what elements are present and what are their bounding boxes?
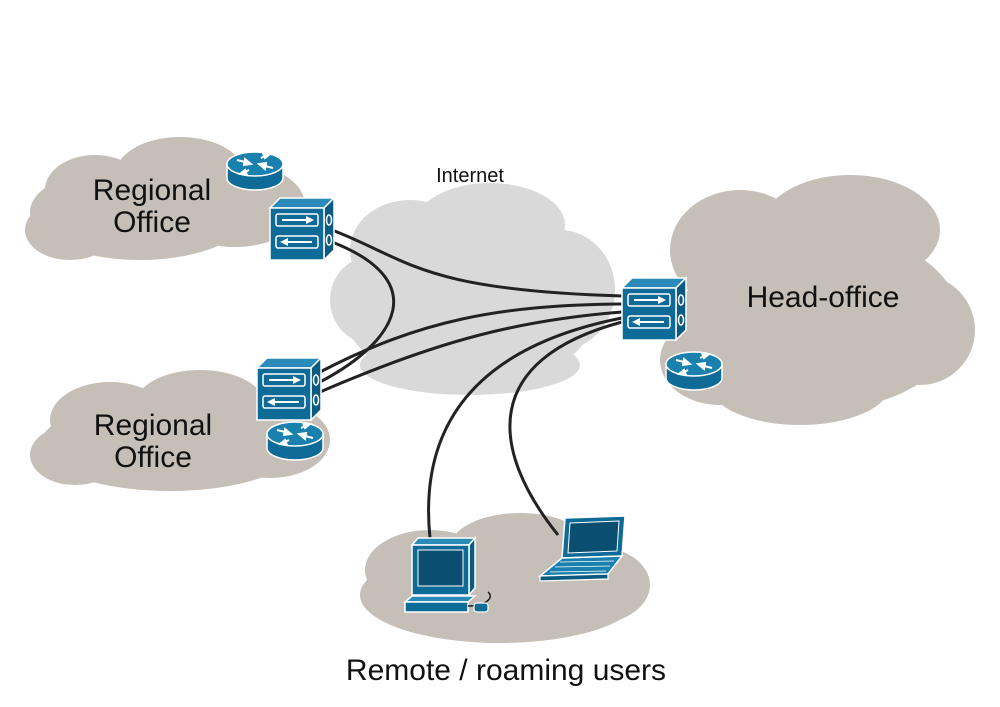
firewall-icon [621,277,687,341]
internet-label: Internet [436,165,504,187]
desktop-computer-icon [402,535,491,613]
regional-office-top-label-line2: Office [113,206,191,239]
internet-cloud [330,183,615,395]
router-icon [266,421,324,461]
head-office-label: Head-office [747,281,900,314]
laptop-icon [537,515,626,582]
network-links [319,228,623,539]
regional-office-bottom-label-line2: Office [114,441,192,474]
regional-office-top-cloud [25,137,305,260]
remote-users-label: Remote / roaming users [346,654,666,687]
firewall-icon [269,197,335,261]
firewall-icon [256,357,322,421]
router-icon [665,351,723,391]
router-icon [226,151,284,191]
regional-office-bottom-label-line1: Regional [94,409,212,442]
regional-office-top-label-line1: Regional [93,174,211,207]
